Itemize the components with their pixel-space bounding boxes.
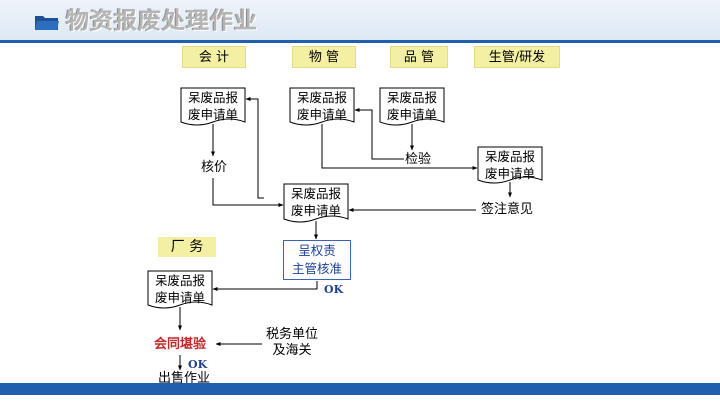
- approval-box: 呈权责主管核准: [283, 240, 351, 280]
- arrow-center-to-accounting: [245, 97, 264, 199]
- doc-accounting: [180, 87, 246, 126]
- step-sale: 出售作业: [158, 371, 211, 386]
- title-banner: [0, 0, 720, 42]
- arrow-inspection-to-materials: [354, 108, 404, 160]
- step-tax-customs: 税务单位及海关: [266, 327, 319, 358]
- dept-materials: 物 管: [292, 46, 356, 68]
- doc-quality: [379, 87, 445, 126]
- arrow-pricing-to-center: [212, 178, 284, 207]
- ok-label-joint: OK: [188, 358, 208, 371]
- doc-text-materials: 呆废品报废申请单: [296, 90, 347, 122]
- doc-materials: [289, 87, 355, 126]
- dept-production-rd: 生管/研发: [474, 46, 560, 68]
- doc-factory: [147, 270, 213, 309]
- step-inspection: 检验: [405, 152, 432, 167]
- arrow-materials-to-production: [321, 124, 478, 170]
- doc-text-production: 呆废品报废申请单: [484, 149, 535, 181]
- ok-label-approval: OK: [324, 283, 344, 296]
- doc-text-factory: 呆废品报废申请单: [154, 273, 205, 305]
- doc-center: [283, 183, 349, 223]
- title-underline: [0, 40, 720, 43]
- section-factory: 厂 务: [158, 237, 216, 257]
- step-sign-opinion: 签注意见: [481, 202, 534, 217]
- step-joint-inspection: 会同堪验: [154, 337, 207, 352]
- arrow-approval-to-factory: [212, 281, 318, 291]
- step-pricing: 核价: [201, 160, 228, 175]
- footer-bar: [0, 383, 720, 395]
- doc-text-quality: 呆废品报废申请单: [386, 90, 437, 122]
- doc-text-center: 呆废品报废申请单: [290, 186, 341, 218]
- dept-accounting: 会 计: [182, 46, 246, 68]
- doc-production: [477, 146, 543, 184]
- footer-strip: [0, 395, 720, 405]
- page-title: 物资报废处理作业: [66, 7, 258, 34]
- dept-quality: 品 管: [390, 46, 448, 68]
- folder-icon: [35, 16, 59, 30]
- doc-text-accounting: 呆废品报废申请单: [187, 90, 238, 122]
